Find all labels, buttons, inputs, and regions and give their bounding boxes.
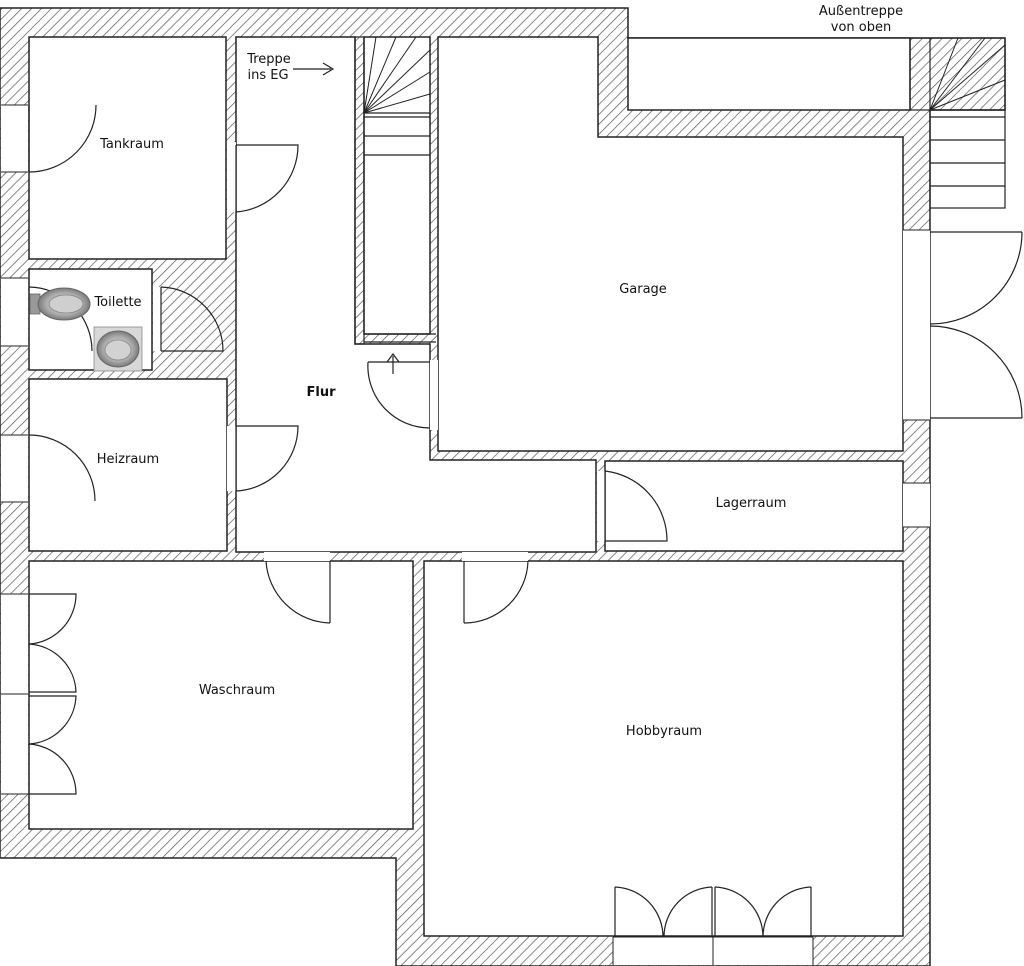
room-lagerraum: [604, 460, 904, 552]
label-aussen-line2: von oben: [831, 20, 891, 35]
doors: [28, 104, 1023, 938]
label-toilette: Toilette: [93, 295, 141, 310]
treppe-arrow: [293, 62, 335, 76]
window-lines: [1, 104, 930, 965]
label-treppe-line2: ins EG: [247, 68, 288, 83]
stair-interior: [354, 36, 436, 374]
toilet-icon: [29, 287, 91, 321]
room-aussen-bay: [627, 37, 911, 111]
room-tankraum: [28, 36, 227, 260]
stair-exterior: [909, 37, 1006, 209]
label-lagerraum: Lagerraum: [716, 496, 787, 511]
basin-icon: [93, 326, 143, 372]
room-waschraum: [28, 560, 414, 830]
label-tankraum: Tankraum: [99, 137, 164, 152]
room-garage: [437, 36, 904, 452]
wall-openings: [1, 105, 930, 965]
room-labels: Tankraum Toilette Heizraum Flur Garage L…: [93, 4, 903, 739]
label-treppe-line1: Treppe: [246, 52, 291, 67]
label-garage: Garage: [619, 282, 667, 297]
label-hobbyraum: Hobbyraum: [626, 724, 702, 739]
room-heizraum: [28, 378, 228, 552]
room-interiors: [28, 36, 911, 937]
label-aussen-line1: Außentreppe: [819, 4, 903, 19]
label-waschraum: Waschraum: [199, 683, 275, 698]
label-heizraum: Heizraum: [97, 452, 159, 467]
room-hobbyraum: [423, 560, 904, 937]
label-flur: Flur: [306, 385, 336, 400]
